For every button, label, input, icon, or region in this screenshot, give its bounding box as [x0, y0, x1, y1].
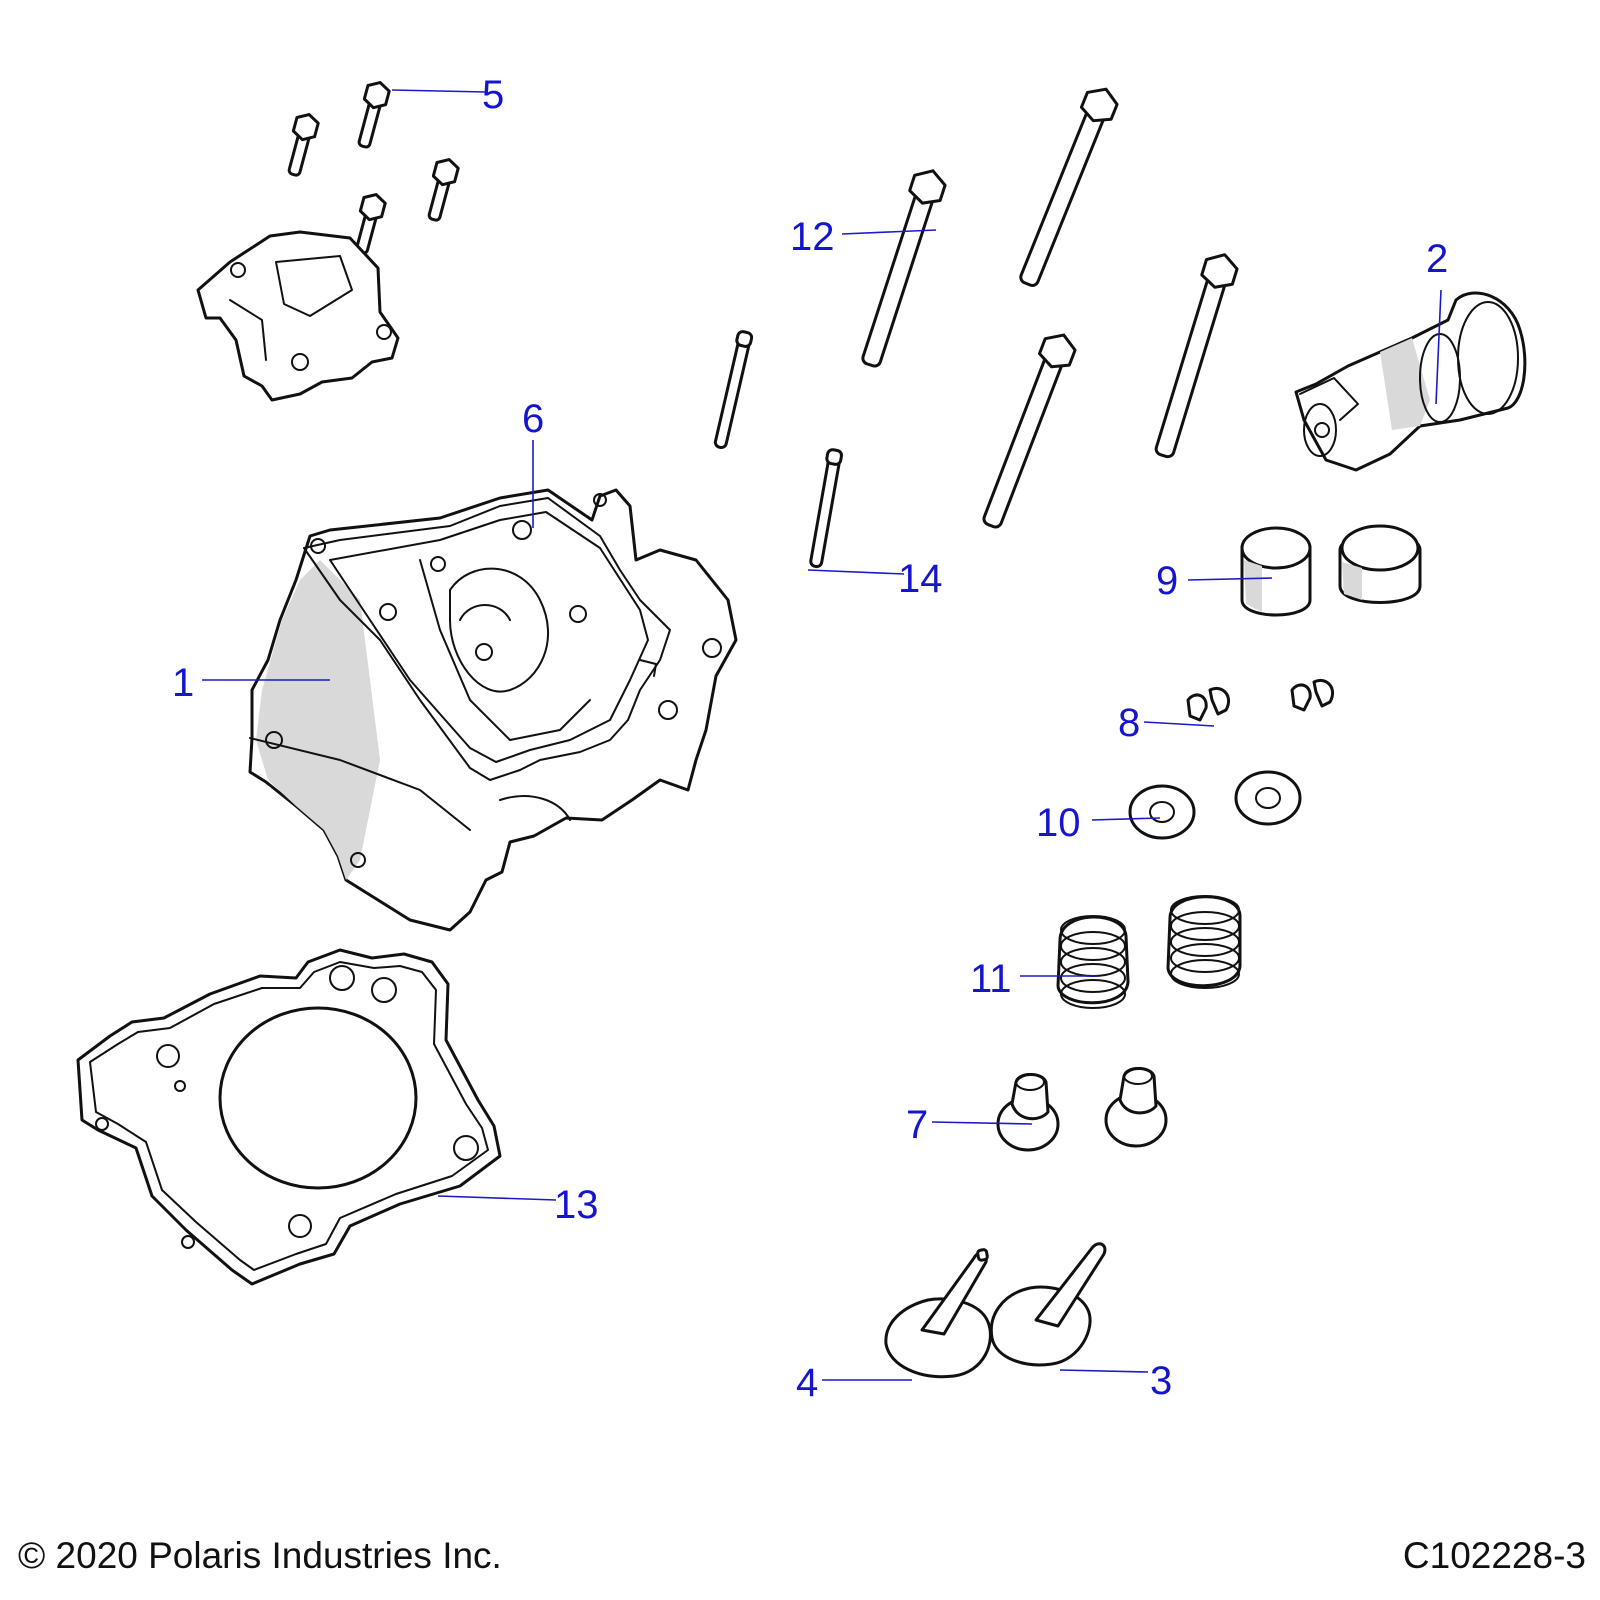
intake-valve: [884, 1248, 992, 1379]
callout-3: 3: [1150, 1359, 1172, 1403]
callout-11: 11: [970, 957, 1012, 1001]
callout-7: 7: [906, 1103, 928, 1147]
callout-13: 13: [554, 1183, 599, 1227]
copyright-notice: © 2020 Polaris Industries Inc.: [18, 1535, 502, 1576]
callout-2: 2: [1426, 237, 1448, 281]
spring-retainers: [1128, 770, 1302, 840]
head-studs: [713, 330, 843, 569]
callout-12: 12: [790, 215, 835, 259]
callout-9: 9: [1156, 559, 1178, 603]
valve-buckets: [1240, 524, 1422, 617]
callout-4: 4: [796, 1361, 818, 1405]
camshaft-holder: [196, 230, 400, 402]
valve-keepers: [1186, 679, 1335, 722]
diagram-code: C102228-3: [1402, 1535, 1586, 1576]
callout-5: 5: [482, 73, 504, 117]
callout-10: 10: [1036, 801, 1081, 845]
exhaust-valve: [989, 1242, 1107, 1367]
callout-1: 1: [172, 661, 194, 705]
camshaft: [1294, 291, 1527, 472]
callout-6: 6: [522, 397, 544, 441]
callout-8: 8: [1118, 701, 1140, 745]
cylinder-head-bolts: [861, 87, 1239, 529]
valve-springs: [1056, 895, 1242, 1009]
valve-stem-seals: [996, 1067, 1168, 1152]
callout-14: 14: [898, 557, 943, 601]
callout-numbers: 1 2 3 4 5 6 7 8 9 10 11 12 13 14: [172, 73, 1448, 1405]
head-gasket: [76, 948, 502, 1286]
callout-leader-lines: [202, 89, 1442, 1381]
camshaft-cap-bolts: [287, 81, 460, 255]
cylinder-head: [248, 488, 738, 932]
